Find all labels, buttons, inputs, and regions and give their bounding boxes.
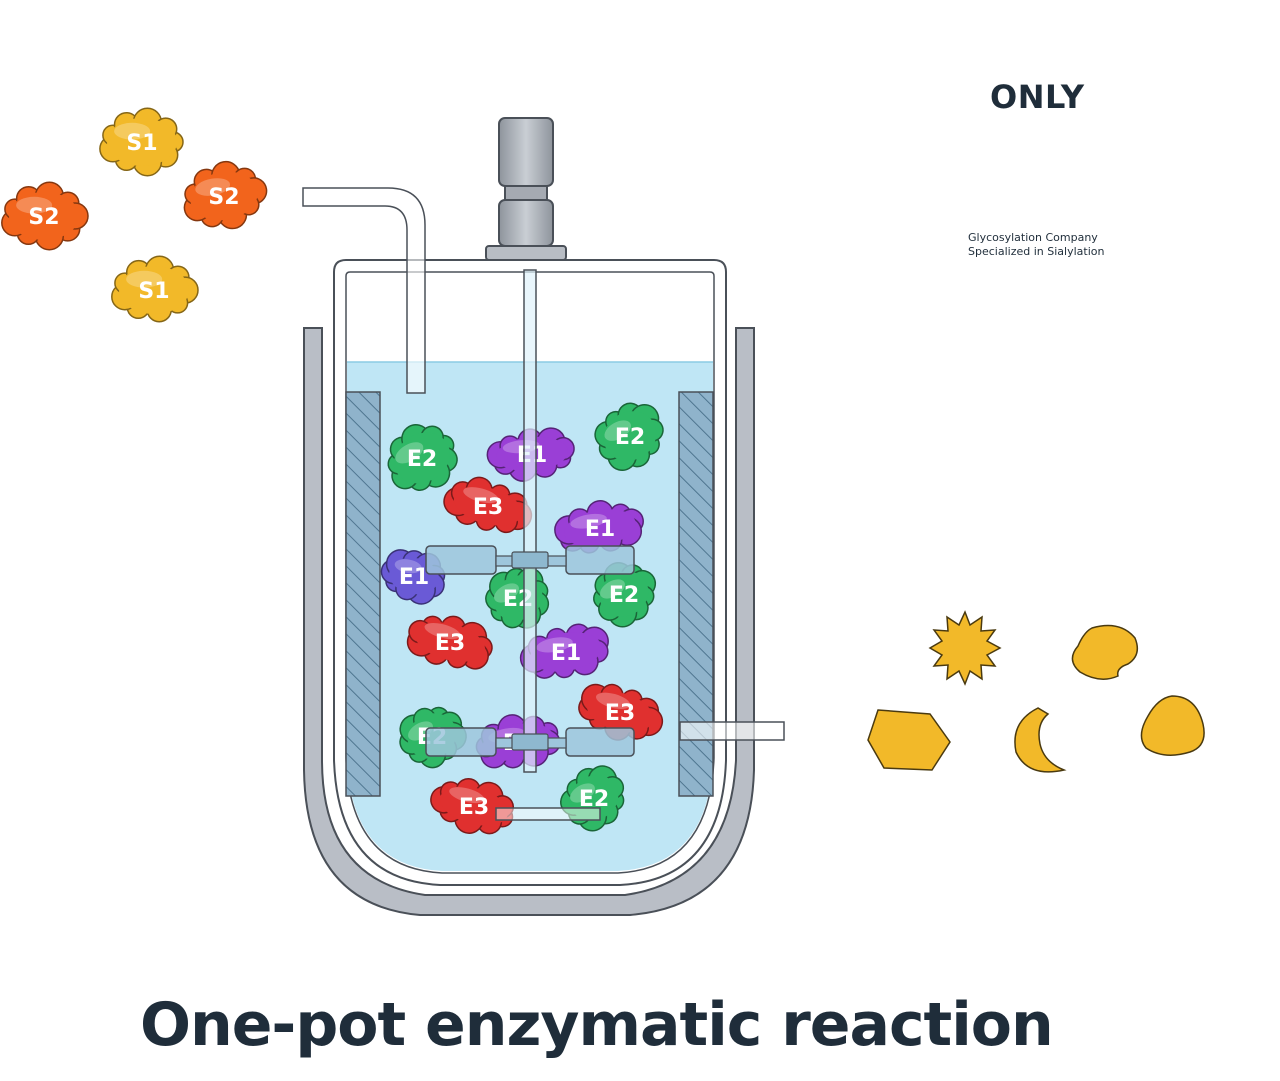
substrate-s1: [99, 107, 184, 177]
enzyme-e3-label: E3: [435, 631, 465, 656]
tagline-line-1: Glycosylation Company: [968, 231, 1098, 244]
brand-logo-text: ONLY: [990, 78, 1085, 116]
product-rounded-triangle: [1140, 695, 1205, 756]
product-bean: [1071, 624, 1139, 680]
enzyme-e3: [406, 615, 493, 670]
vessel-jacket: [303, 327, 755, 916]
enzyme-e1-label: E1: [551, 641, 581, 666]
substrate-s1-label: S1: [138, 279, 169, 304]
enzyme-e3-label: E3: [605, 701, 635, 726]
enzyme-e2-label: E2: [609, 583, 639, 608]
bottom-tube: [495, 807, 601, 821]
product-group: [867, 610, 1205, 773]
enzyme-e2: [560, 765, 625, 832]
substrate-s2: [183, 160, 268, 230]
substrate-s1-label: S1: [126, 131, 157, 156]
inlet-tube: [302, 187, 426, 394]
brand-tagline: Glycosylation Company Specialized in Sia…: [968, 231, 1104, 259]
product-crescent: [1014, 707, 1067, 773]
substrate-s1: [111, 255, 199, 323]
enzyme-e1: [519, 623, 609, 679]
enzyme-e3: [430, 777, 514, 835]
motor-coupling: [485, 117, 567, 261]
enzyme-e3: [443, 476, 533, 534]
outlet-tube: [679, 721, 785, 741]
substrate-s2-label: S2: [28, 205, 59, 230]
diagram-title: One-pot enzymatic reaction: [140, 990, 1054, 1060]
enzyme-e1-label: E1: [399, 565, 429, 590]
enzyme-e2-label: E2: [615, 425, 645, 450]
enzyme-e2: [593, 562, 657, 628]
product-spiky-ball: [928, 610, 1002, 686]
enzyme-e1-label: E1: [585, 517, 615, 542]
enzyme-e3-label: E3: [459, 795, 489, 820]
enzyme-group: E2E1E2E3E1E1E2E2E3E1E3E2E1E3E2: [380, 402, 664, 835]
enzyme-e2-label: E2: [407, 447, 437, 472]
stirrer: [425, 269, 635, 773]
enzyme-e2: [387, 424, 458, 491]
product-hexagon: [867, 709, 951, 771]
substrate-s2-label: S2: [208, 185, 239, 210]
enzyme-e3: [578, 683, 664, 741]
baffle-left: [345, 391, 381, 797]
tagline-line-2: Specialized in Sialylation: [968, 245, 1105, 258]
enzyme-e3-label: E3: [473, 495, 503, 520]
substrate-s2: [1, 181, 89, 251]
enzyme-e2: [594, 402, 664, 471]
